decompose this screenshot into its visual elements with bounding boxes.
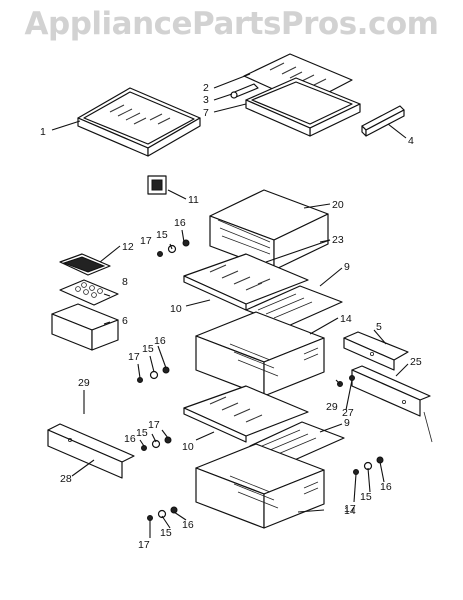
part-right-side-rail	[351, 365, 433, 443]
callout-20: 20	[332, 199, 344, 211]
part-rod	[265, 239, 331, 263]
callout-28: 28	[60, 473, 72, 485]
callout-16c: 16	[124, 433, 136, 445]
part-bracket	[147, 175, 167, 195]
part-roller	[230, 83, 259, 99]
leader-lines	[51, 73, 409, 538]
callout-23: 23	[332, 234, 344, 246]
part-crisper-cover-upper	[183, 253, 309, 311]
callout-15b: 15	[142, 343, 154, 355]
callout-3: 3	[203, 94, 209, 106]
callout-9b: 9	[344, 417, 350, 429]
callout-2: 2	[203, 82, 209, 94]
fasteners	[83, 239, 384, 521]
callouts: 1 2 3 7 4 11 20 16 17 15 23 12 9 8 10 6 …	[40, 82, 422, 551]
callout-17b: 17	[128, 351, 140, 363]
callout-10b: 10	[182, 441, 194, 453]
callout-16e: 16	[182, 519, 194, 531]
callout-29a: 29	[78, 377, 90, 389]
callout-6: 6	[122, 315, 128, 327]
callout-15a: 15	[156, 229, 168, 241]
part-glass-shelf	[77, 87, 201, 157]
part-side-rail	[361, 105, 405, 137]
watermark-text: AppliancePartsPros.com	[24, 6, 439, 42]
callout-7: 7	[203, 107, 209, 119]
part-left-side-rail	[47, 423, 135, 479]
callout-14b: 14	[344, 505, 356, 517]
callout-15c: 15	[136, 427, 148, 439]
callout-15e: 15	[160, 527, 172, 539]
callout-17d: 17	[344, 503, 356, 515]
part-egg-tray	[59, 279, 119, 306]
callout-16a: 16	[174, 217, 186, 229]
callout-17a: 17	[140, 235, 152, 247]
callout-4: 4	[408, 135, 414, 147]
callout-8: 8	[122, 276, 128, 288]
part-crisper-drawer-upper	[195, 311, 325, 397]
part-upper-drawer	[209, 189, 329, 271]
callout-1: 1	[40, 126, 46, 138]
callout-16b: 16	[154, 335, 166, 347]
callout-10a: 10	[170, 303, 182, 315]
callout-17e: 17	[138, 539, 150, 551]
callout-14a: 14	[340, 313, 352, 325]
part-bin	[51, 303, 119, 351]
callout-17c: 17	[148, 419, 160, 431]
callout-15d: 15	[360, 491, 372, 503]
part-crisper-drawer-lower	[195, 443, 325, 529]
callout-12: 12	[122, 241, 134, 253]
part-right-bracket	[343, 331, 409, 371]
callout-11: 11	[188, 194, 199, 206]
part-butter-cover	[59, 253, 111, 276]
callout-27: 27	[342, 407, 354, 419]
callout-9a: 9	[344, 261, 350, 273]
callout-29b: 29	[326, 401, 338, 413]
part-shelf-frame	[245, 77, 361, 137]
callout-16d: 16	[380, 481, 392, 493]
part-crisper-cover-lower	[183, 385, 309, 443]
callout-25: 25	[410, 356, 422, 368]
callout-5: 5	[376, 321, 382, 333]
